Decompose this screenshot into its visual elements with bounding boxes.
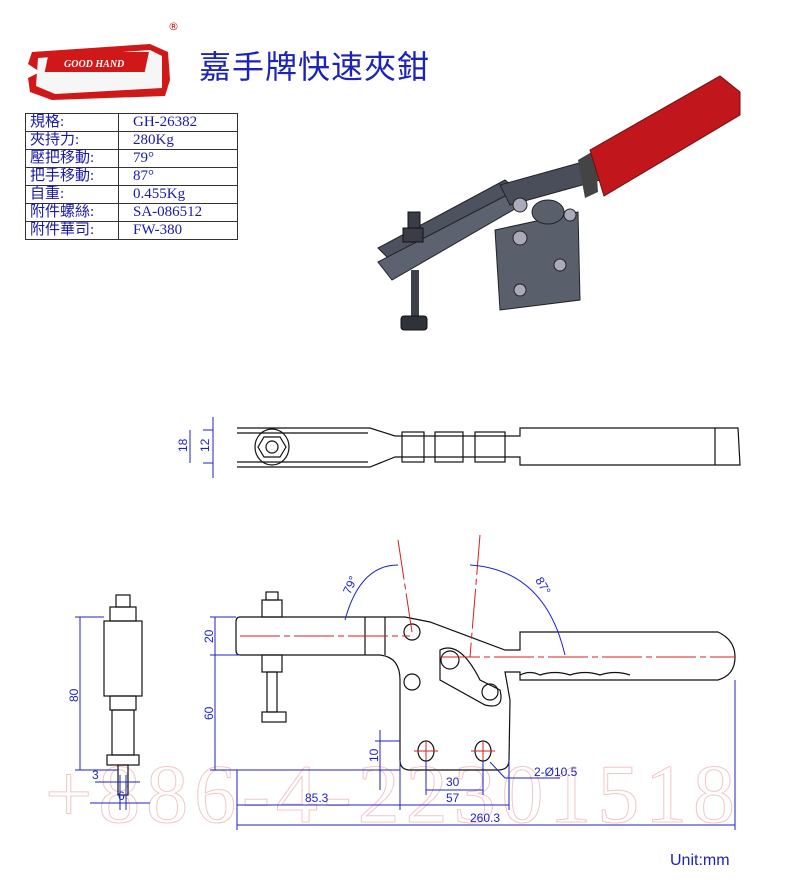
dim-79-deg: 79°: [340, 574, 360, 597]
spec-row: 附件華司:FW-380: [25, 221, 238, 240]
specs-0-value: GH-26382: [118, 113, 238, 132]
specs-4-label: 自重:: [25, 185, 119, 204]
spec-row: 夾持力:280Kg: [25, 131, 238, 150]
dimensions-holes: 2-Ø10.5: [534, 765, 578, 779]
specs-2-label: 壓把移動:: [25, 149, 119, 168]
specs-0-label: 規格:: [25, 113, 119, 132]
dim-12: 12: [198, 438, 212, 452]
spec-row: 壓把移動:79°: [25, 149, 238, 168]
specs-5-value: SA-086512: [118, 203, 238, 222]
spec-table: 規格:GH-26382 夾持力:280Kg 壓把移動:79° 把手移動:87° …: [25, 113, 238, 240]
specs-6-value: FW-380: [118, 221, 238, 240]
dimensions-plate_width: 57: [446, 791, 460, 805]
specs-2-value: 79°: [118, 149, 238, 168]
specs-6-label: 附件華司:: [25, 221, 119, 240]
dimensions-body_height: 60: [202, 706, 216, 720]
dimensions-arm_height: 20: [202, 629, 216, 643]
dimensions-side_b: 6: [118, 789, 125, 803]
clamp-3d-render: [377, 75, 741, 331]
dimensions-hole_spacing: 30: [446, 775, 460, 789]
specs-4-value: 0.455Kg: [118, 185, 238, 204]
specs-3-label: 把手移動:: [25, 167, 119, 186]
watermark-phone: +886-4-22301518: [45, 748, 735, 841]
spec-row: 規格:GH-26382: [25, 113, 238, 132]
page-title: 嘉手牌快速夾鉗: [199, 48, 431, 86]
spec-row: 自重:0.455Kg: [25, 185, 238, 204]
side-view: 80 3 6: [67, 594, 150, 810]
dimensions-side_a: 3: [92, 768, 99, 782]
spec-row: 附件螺絲:SA-086512: [25, 203, 238, 222]
logo-registered: ®: [168, 20, 179, 33]
spec-row: 把手移動:87°: [25, 167, 238, 186]
dimensions-overall_length: 260.3: [470, 811, 500, 825]
unit-label: Unit:mm: [670, 852, 730, 869]
specs-5-label: 附件螺絲:: [25, 203, 119, 222]
dimensions-side_height: 80: [67, 688, 81, 702]
logo-text: GOOD HAND: [64, 59, 124, 70]
top-view: 18 12: [176, 417, 741, 478]
specs-3-value: 87°: [118, 167, 238, 186]
specs-1-label: 夾持力:: [25, 131, 119, 150]
dim-18: 18: [176, 438, 190, 452]
specs-1-value: 280Kg: [118, 131, 238, 150]
dimensions-arm_length: 85.3: [305, 791, 329, 805]
good-hand-logo: GOOD HAND ®: [28, 20, 179, 100]
dimensions-hole_offset: 10: [367, 748, 381, 762]
